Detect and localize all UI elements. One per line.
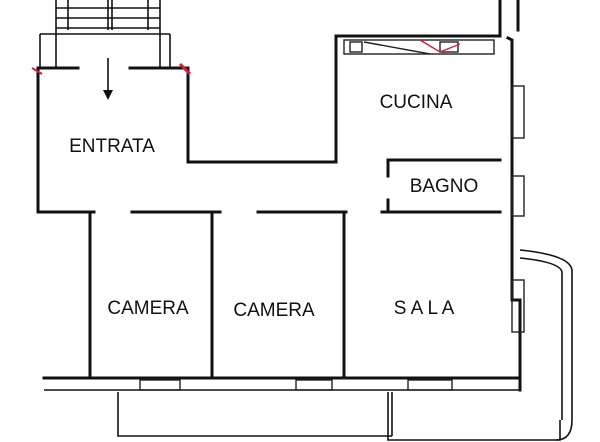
- entry-arrow-icon: [103, 58, 113, 100]
- room-label-camera-2: CAMERA: [233, 300, 315, 321]
- staircase: [39, 0, 171, 68]
- windows: [139, 85, 525, 391]
- walls: [36, 0, 573, 441]
- room-label-cucina: CUCINA: [380, 92, 453, 113]
- kitchen-counter: [343, 39, 495, 55]
- room-label-camera-1: CAMERA: [107, 298, 189, 319]
- room-label-bagno: BAGNO: [410, 176, 479, 197]
- room-label-entrata: ENTRATA: [69, 136, 155, 157]
- red-marks: [31, 39, 461, 76]
- room-label-sala: S A L A: [394, 298, 455, 319]
